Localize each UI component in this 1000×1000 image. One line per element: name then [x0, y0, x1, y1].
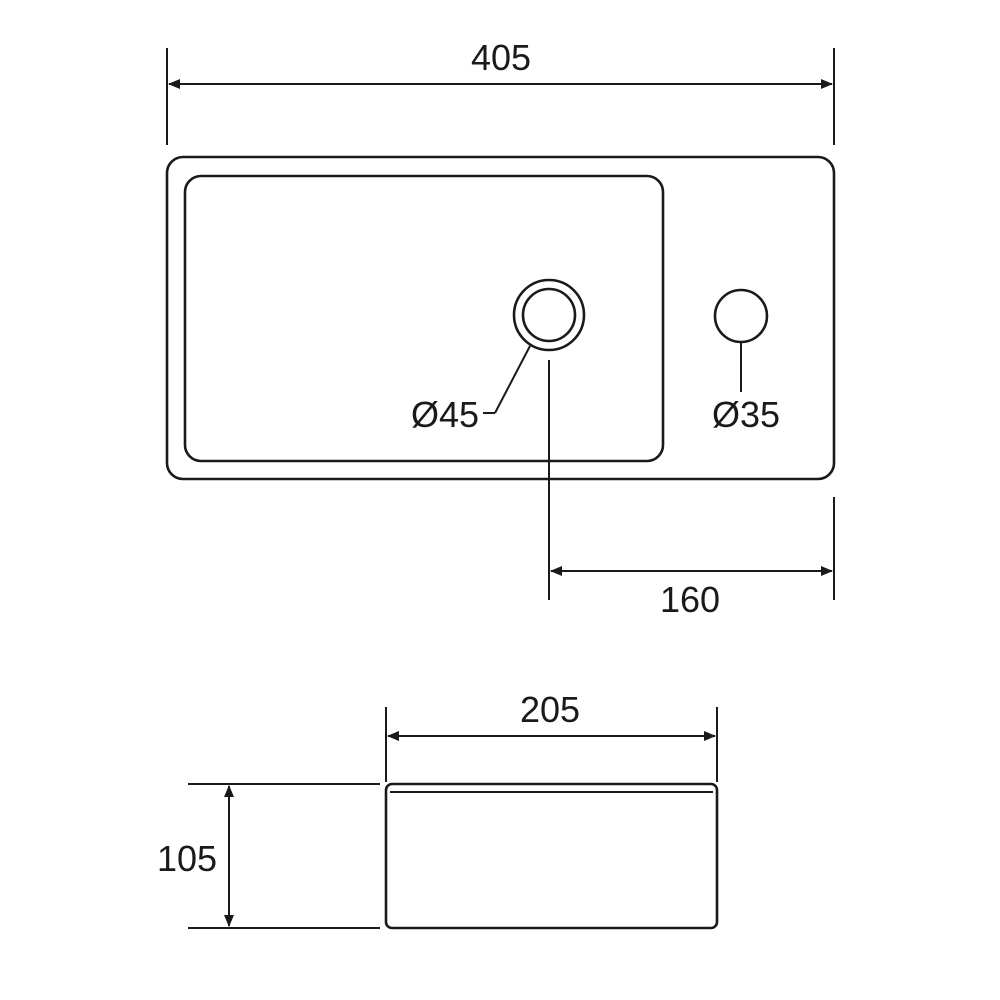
width-dimension-label: 405: [471, 37, 531, 78]
height-dimension-label: 105: [157, 838, 217, 879]
drain-offset-label: 160: [660, 579, 720, 620]
front-view: 205 105: [157, 689, 719, 930]
top-view: 405 Ø45 Ø35 160: [165, 37, 836, 620]
depth-dimension-label: 205: [520, 689, 580, 730]
tap-hole-label: Ø35: [712, 394, 780, 435]
basin-front-outline: [384, 782, 719, 930]
basin-outer-outline: [165, 155, 836, 481]
basin-bowl-outline: [183, 174, 665, 463]
drain-hole-outer: [512, 278, 586, 352]
drain-leader-line: [494, 345, 531, 414]
drain-hole-label: Ø45: [411, 394, 479, 435]
tap-hole: [713, 288, 769, 344]
drain-hole-inner: [521, 287, 577, 343]
